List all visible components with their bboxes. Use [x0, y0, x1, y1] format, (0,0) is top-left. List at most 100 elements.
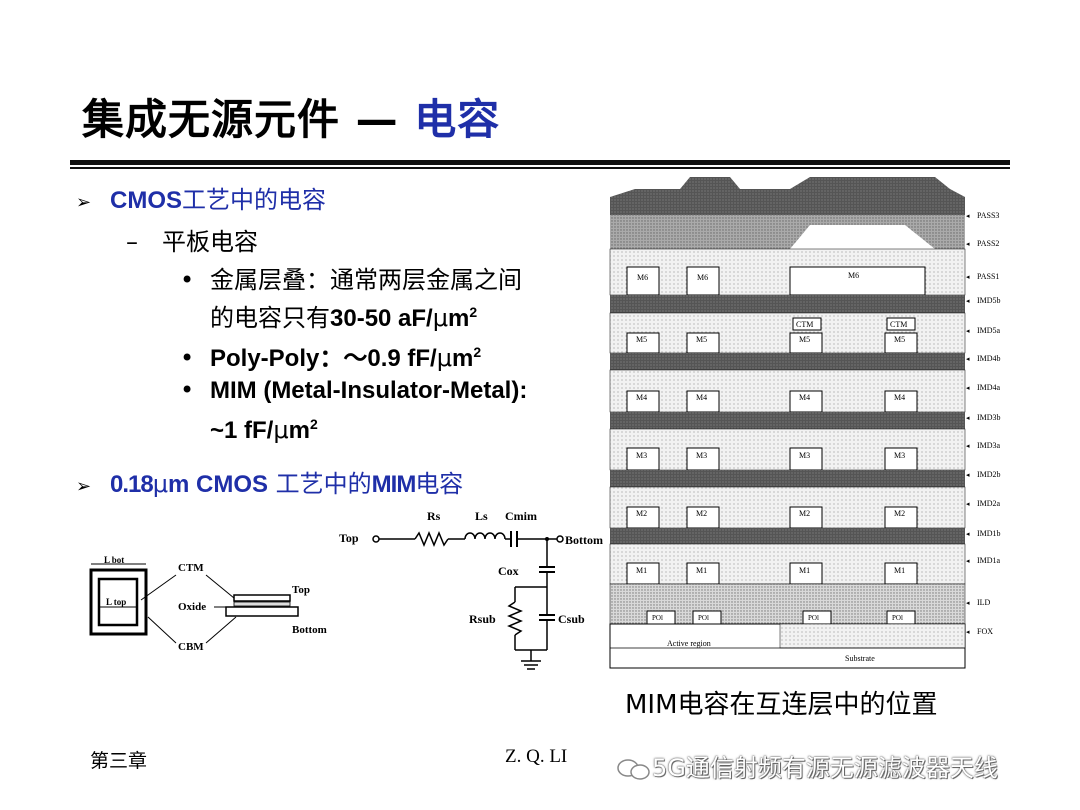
layer-label-imd5b: IMD5b	[977, 296, 1001, 305]
csub-label: Csub	[558, 612, 585, 626]
m5-label: M5	[696, 335, 707, 344]
layer-label-imd2b: IMD2b	[977, 470, 1001, 479]
unit-m: m	[288, 417, 310, 444]
active-region-label: Active region	[667, 639, 711, 648]
m5-label: M5	[894, 335, 905, 344]
m2-label: M2	[636, 509, 647, 518]
m1-label: M1	[636, 566, 647, 575]
bullet-poly-text: Poly-Poly：～0.9 fF/	[210, 345, 437, 372]
arrow-bullet-icon: ➢	[76, 192, 92, 213]
mu-symbol: μ	[432, 304, 449, 332]
m2-label: M2	[894, 509, 905, 518]
layer-label-imd2a: IMD2a	[977, 499, 1001, 508]
bullet-poly-poly: • Poly-Poly：～0.9 fF/μm2	[180, 338, 481, 373]
top-plate-side	[233, 594, 291, 602]
ls-inductor-icon	[464, 532, 506, 540]
unit-m: m	[448, 305, 470, 332]
bullet-mim-text: MIM (Metal-Insulator-Metal):	[210, 377, 528, 404]
m4-label: M4	[696, 393, 707, 402]
bullet-018-cjk: 工艺中的	[275, 470, 372, 498]
cbm-label: CBM	[178, 641, 204, 653]
dot-bullet-icon: •	[180, 344, 195, 372]
ls-label: Ls	[475, 509, 488, 523]
bullet-metal-line1: 金属层叠：通常两层金属之间	[210, 266, 522, 294]
layer-label-imd3a: IMD3a	[977, 441, 1001, 450]
layer-marker-icon: ◂	[966, 327, 970, 335]
layer-marker-icon: ◂	[966, 530, 970, 538]
layer-label-imd3b: IMD3b	[977, 413, 1001, 422]
dot-bullet-icon: •	[180, 266, 195, 294]
m4-label: M4	[636, 393, 647, 402]
layer-marker-icon: ◂	[966, 471, 970, 479]
dot-bullet-icon: •	[180, 376, 195, 404]
layer-label-ild: ILD	[977, 598, 991, 607]
poly-label: POl	[892, 614, 903, 622]
l-bot-label: L bot	[104, 555, 124, 565]
layer-marker-icon: ◂	[966, 500, 970, 508]
cmim-label: Cmim	[505, 509, 537, 523]
layer-marker-icon: ◂	[966, 414, 970, 422]
bullet-cmos-capacitor: ➢CMOS工艺中的电容	[76, 180, 326, 215]
pass3-layer	[610, 177, 965, 215]
layer-marker-icon: ◂	[966, 557, 970, 565]
unit-sup: 2	[309, 416, 318, 432]
diagram-caption: MIM电容在互连层中的位置	[625, 690, 938, 720]
oxide-side	[233, 601, 291, 607]
bullet-mim: • MIM (Metal-Insulator-Metal):	[180, 376, 527, 405]
m1-label: M1	[696, 566, 707, 575]
cox-label: Cox	[498, 564, 519, 578]
oxide-label: Oxide	[178, 601, 206, 613]
ctm-block	[792, 317, 822, 331]
unit-sup: 2	[473, 344, 482, 360]
layer-marker-icon: ◂	[966, 273, 970, 281]
bullet-018-mim: ➢0.18μm CMOS 工艺中的MIM电容	[76, 464, 463, 499]
bottom-terminal-icon	[556, 535, 564, 543]
m5-label: M5	[636, 335, 647, 344]
bullet-mim-value: ~1 fF/	[210, 417, 274, 444]
bullet-018-cmos: m CMOS	[168, 471, 269, 498]
watermark: 5G通信射频有源无源滤波器天线	[616, 748, 998, 783]
unit-sup: 2	[469, 304, 478, 320]
mu-symbol: μ	[152, 470, 168, 498]
rs-label: Rs	[427, 509, 441, 523]
unit-m: m	[452, 345, 474, 372]
title-rule-thick	[70, 160, 1010, 165]
layer-marker-icon: ◂	[966, 599, 970, 607]
bullet-mim-line2: ~1 fF/μm2	[210, 416, 318, 445]
bullet-metal-line2-cjk: 的电容只有	[210, 304, 330, 332]
m6-label: M6	[697, 273, 708, 282]
m6-label: M6	[637, 273, 648, 282]
arrow-bullet-icon: ➢	[76, 476, 92, 497]
m6-block	[686, 266, 720, 296]
bullet-plate-capacitor: –平板电容	[126, 222, 258, 257]
poly-label: POl	[652, 614, 663, 622]
title-main: 集成无源元件 —	[82, 95, 415, 144]
pass2-layer	[610, 215, 965, 249]
bullet-plate-text: 平板电容	[162, 228, 258, 256]
layer-label-fox: FOX	[977, 627, 993, 636]
layer-label-imd1a: IMD1a	[977, 556, 1001, 565]
mu-symbol: μ	[436, 344, 452, 372]
imd3b-layer	[610, 412, 965, 429]
imd5b-layer	[610, 295, 965, 313]
rsub-resistor-icon	[507, 601, 523, 636]
dash-bullet-icon: –	[126, 228, 138, 256]
m3-label: M3	[636, 451, 647, 460]
m4-label: M4	[894, 393, 905, 402]
m1-label: M1	[799, 566, 810, 575]
m6-block	[789, 266, 926, 296]
interconnect-stack-diagram: M6 M6 M6 CTM CTM M5 M5 M5 M5 M4 M4 M4 M4…	[609, 177, 1001, 669]
bullet-cmos-latin: CMOS	[110, 187, 182, 214]
layer-marker-icon: ◂	[966, 355, 970, 363]
circuit-bottom-label: Bottom	[565, 533, 603, 547]
m2-label: M2	[696, 509, 707, 518]
footer-chapter: 第三章	[90, 750, 148, 772]
m6-label: M6	[848, 271, 859, 280]
bullet-018-number: 0.18	[110, 471, 154, 498]
bullet-metal-stack-line2: 的电容只有30-50 aF/μm2	[210, 298, 477, 333]
mu-symbol: μ	[273, 416, 289, 444]
footer-author: Z. Q. LI	[505, 746, 568, 767]
m3-label: M3	[894, 451, 905, 460]
layer-label-pass1: PASS1	[977, 272, 999, 281]
layer-label-pass3: PASS3	[977, 211, 999, 220]
